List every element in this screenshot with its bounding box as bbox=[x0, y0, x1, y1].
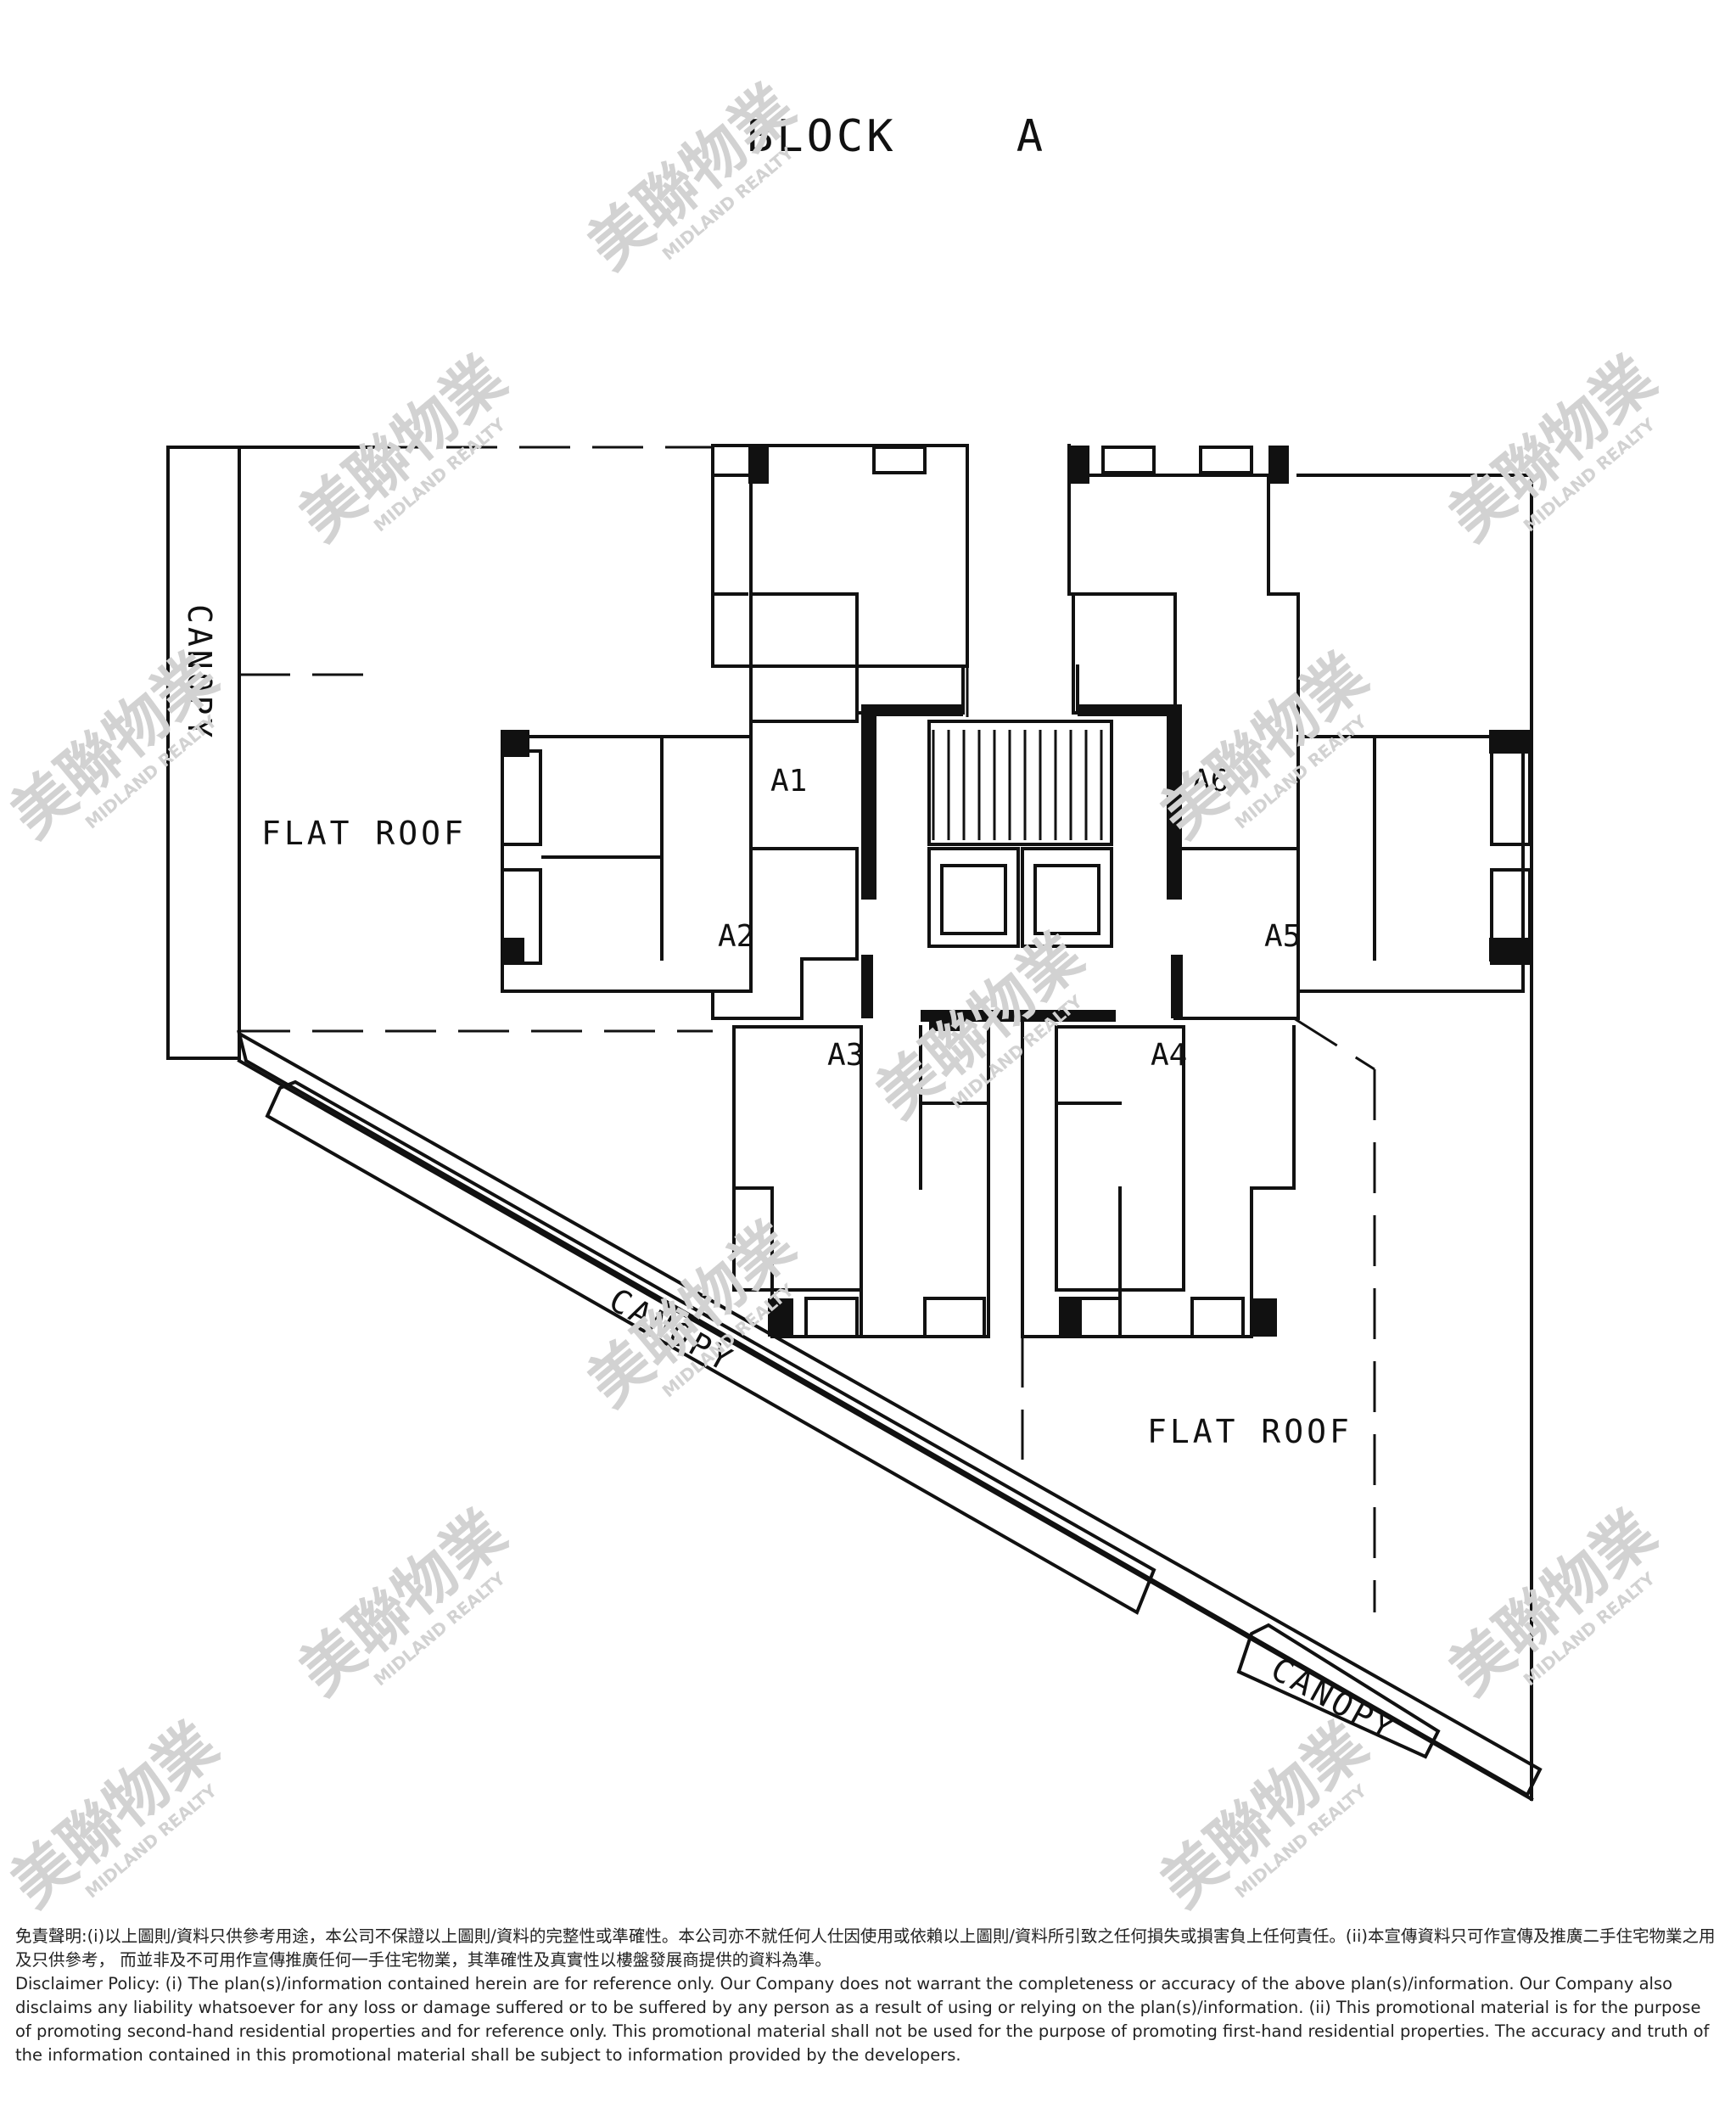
disclaimer-chinese: 免責聲明:(i)以上圖則/資料只供參考用途，本公司不保證以上圖則/資料的完整性或… bbox=[15, 1926, 1716, 1970]
canopy-label-left: CANOPY bbox=[181, 604, 218, 741]
disclaimer-english: Disclaimer Policy: (i) The plan(s)/infor… bbox=[15, 1974, 1710, 2065]
unit-label-a5: A5 bbox=[1264, 919, 1301, 954]
unit-label-a2: A2 bbox=[718, 919, 754, 954]
disclaimer: 免責聲明:(i)以上圖則/資料只供參考用途，本公司不保證以上圖則/資料的完整性或… bbox=[15, 1925, 1721, 2067]
flat-roof-label-right: FLAT ROOF bbox=[1147, 1413, 1352, 1450]
unit-label-a1: A1 bbox=[770, 764, 807, 799]
unit-label-a3: A3 bbox=[827, 1038, 864, 1073]
canopy-left-strip bbox=[166, 446, 241, 1060]
floor-plan: BLOCK A bbox=[0, 71, 1669, 1918]
block-title: BLOCK A bbox=[747, 111, 1046, 162]
unit-label-a6: A6 bbox=[1192, 764, 1229, 799]
flat-roof-label-left: FLAT ROOF bbox=[261, 815, 467, 852]
unit-label-a4: A4 bbox=[1151, 1038, 1187, 1073]
